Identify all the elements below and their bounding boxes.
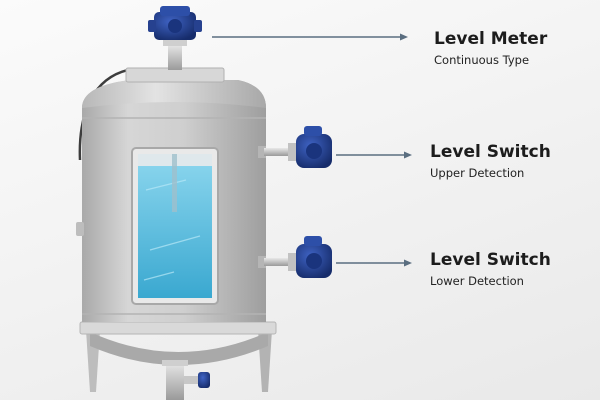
lower-level-switch-sensor	[258, 236, 332, 278]
level-meter-sensor	[148, 6, 202, 70]
lower-switch-subtitle: Lower Detection	[430, 274, 524, 288]
upper-level-switch-sensor	[258, 126, 332, 168]
level-meter-title: Level Meter	[434, 29, 548, 49]
level-meter-subtitle: Continuous Type	[434, 53, 530, 67]
upper-switch-subtitle: Upper Detection	[430, 166, 525, 180]
drain-pipe	[162, 360, 210, 400]
sight-glass	[131, 147, 219, 305]
lower-switch-title: Level Switch	[430, 250, 551, 270]
callout-arrows	[212, 33, 412, 267]
upper-switch-title: Level Switch	[430, 142, 551, 162]
tank-stand	[79, 321, 277, 392]
